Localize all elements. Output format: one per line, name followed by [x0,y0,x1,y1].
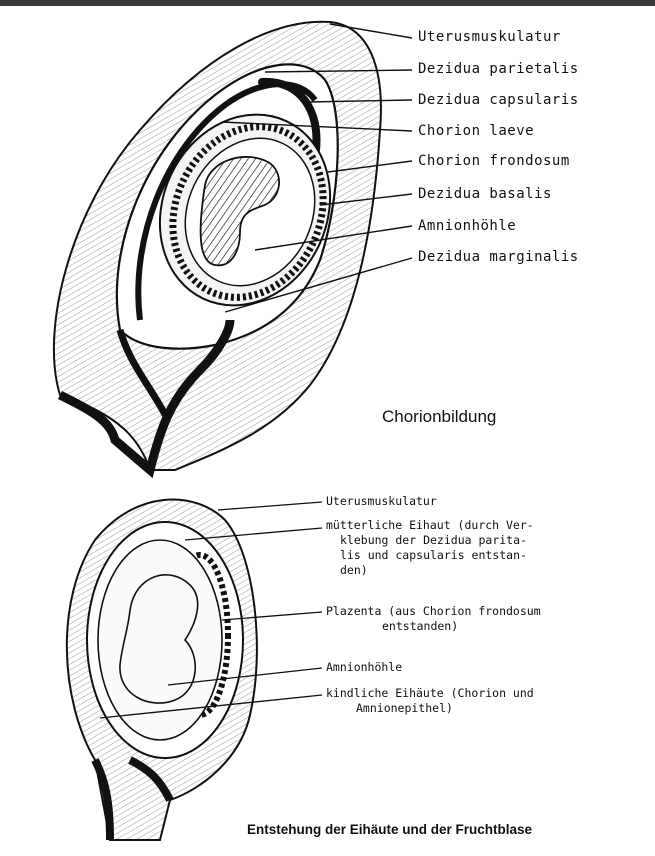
amnion-cavity-2 [98,540,222,740]
chorion-formation-drawing [54,22,381,470]
label-dezidua-basalis: Dezidua basalis [418,186,552,202]
label-dezidua-parietalis: Dezidua parietalis [418,61,579,77]
leader-uterus-2 [218,502,322,510]
label-child-2: Amnionepithel) [356,701,453,716]
label-chorion-frondosum: Chorion frondosum [418,153,570,169]
label-maternal-4: den) [340,563,368,578]
label-uterusmuskulatur: Uterusmuskulatur [418,29,561,45]
label-chorion-laeve: Chorion laeve [418,123,534,139]
fetal-membranes-drawing [67,500,257,840]
label-maternal-1: mütterliche Eihaut (durch Ver- [326,518,534,533]
label-child-1: kindliche Eihäute (Chorion und [326,686,534,701]
label-amnionhoehle: Amnionhöhle [418,218,516,234]
label-uterus-2: Uterusmuskulatur [326,494,437,509]
label-maternal-3: lis und capsularis entstan- [340,548,527,563]
label-dezidua-marginalis: Dezidua marginalis [418,249,579,265]
caption-chorionbildung: Chorionbildung [382,407,496,427]
label-placenta-2: entstanden) [382,619,458,634]
caption-eihaeute: Entstehung der Eihäute und der Fruchtbla… [247,822,532,837]
label-maternal-2: klebung der Dezidua parita- [340,533,527,548]
label-amnion-2: Amnionhöhle [326,660,402,675]
label-dezidua-capsularis: Dezidua capsularis [418,92,579,108]
label-placenta-1: Plazenta (aus Chorion frondosum [326,604,541,619]
